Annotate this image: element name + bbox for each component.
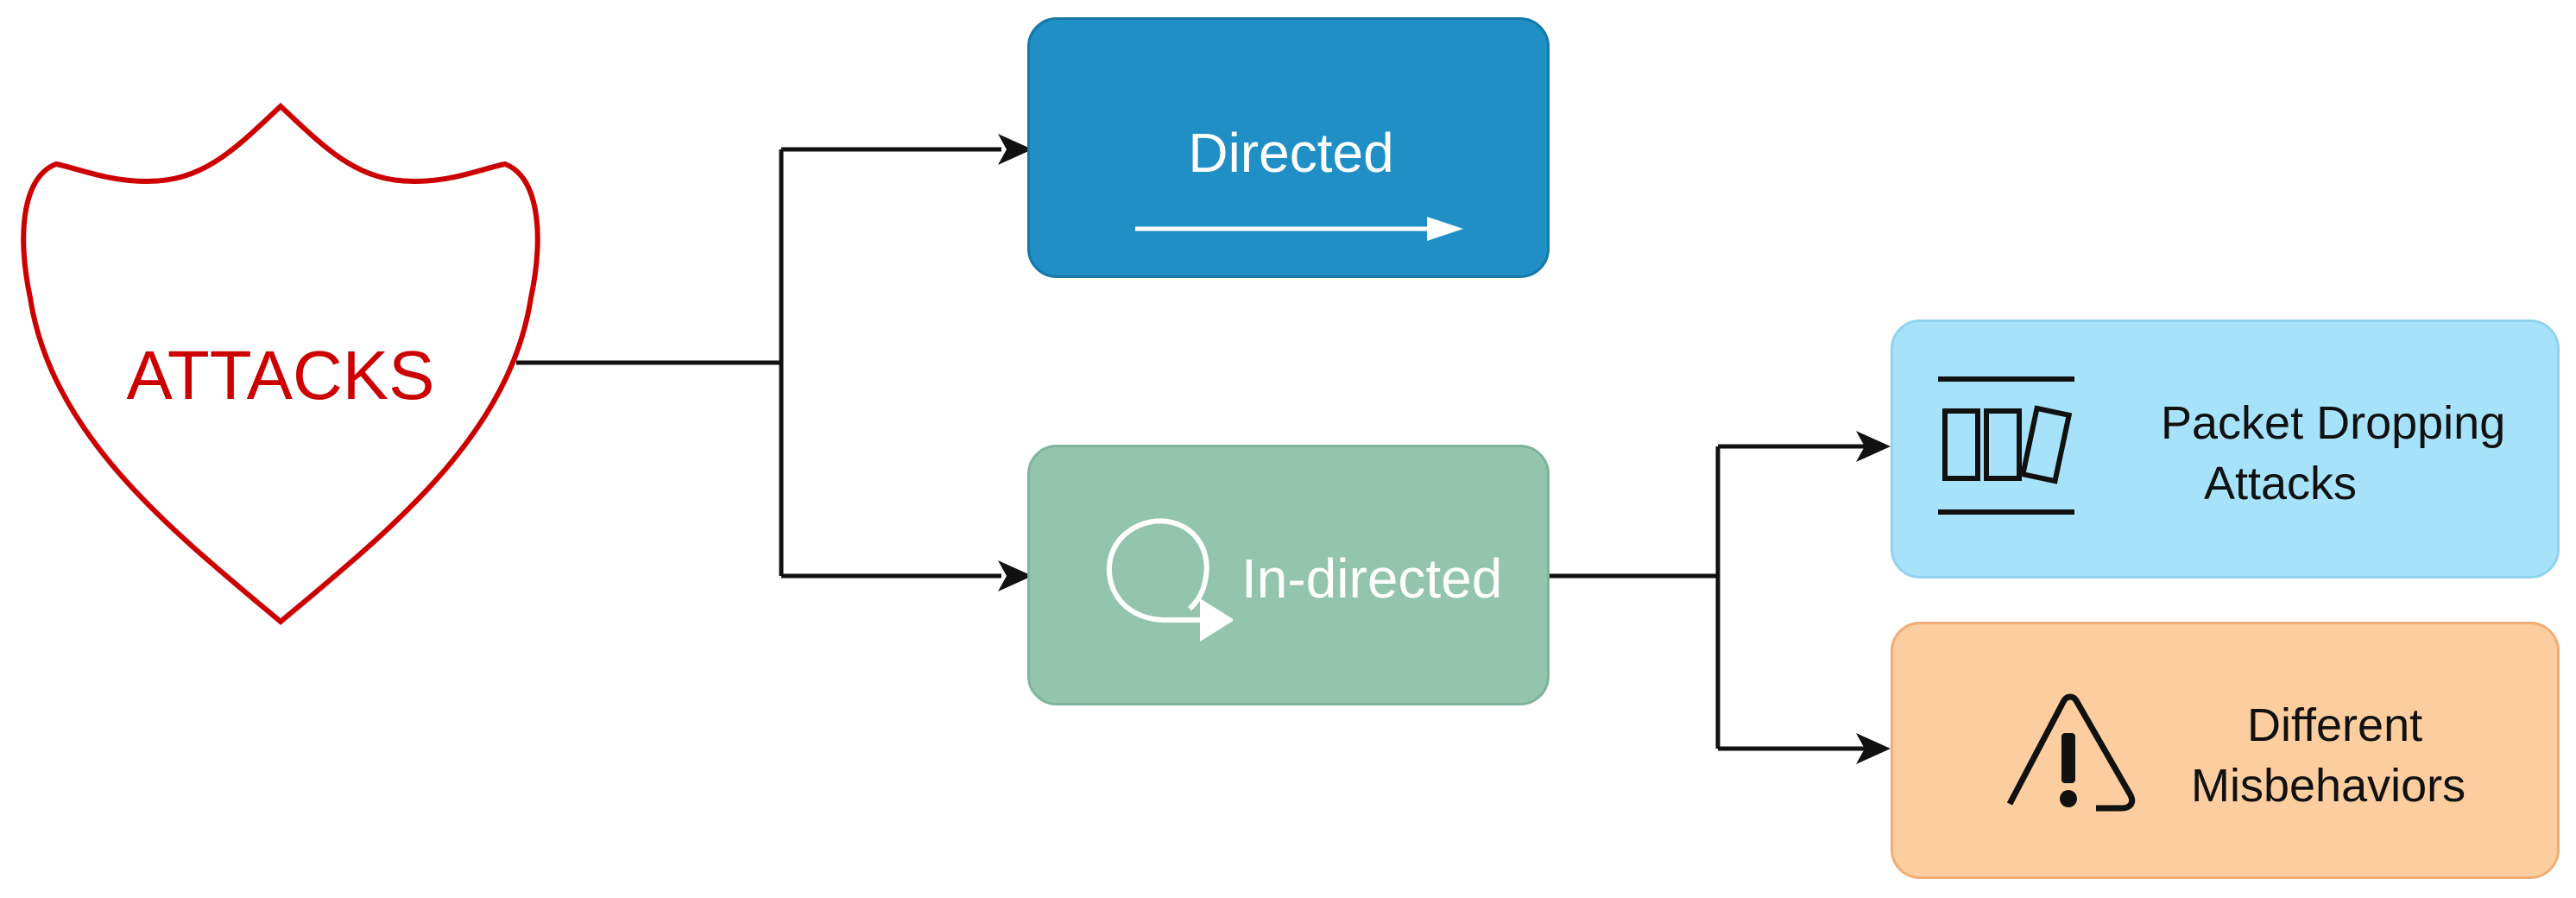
packet-dropping-node: Packet Dropping Attacks [1891, 319, 2560, 579]
misbehaviors-label-line1: Different [2247, 699, 2423, 751]
indirected-node: In-directed [1027, 445, 1550, 705]
arrowhead-directed [998, 134, 1032, 165]
packet-dropping-label-line1: Packet Dropping [2161, 397, 2506, 449]
packet-queue-icon [1938, 376, 2074, 515]
arrow-right-icon [1135, 217, 1463, 241]
misbehaviors-label-line2: Misbehaviors [2191, 760, 2466, 812]
attacks-label: ATTACKS [126, 337, 435, 414]
arrowhead-indirected [998, 560, 1032, 591]
packet-dropping-label-line2: Attacks [2204, 458, 2358, 509]
misbehaviors-node: Different Misbehaviors [1891, 622, 2560, 879]
arrowhead-packet [1856, 431, 1891, 462]
directed-node: Directed [1027, 17, 1550, 278]
shield-icon [21, 102, 540, 625]
directed-label: Directed [1188, 122, 1394, 184]
loop-arrow-icon [1106, 518, 1233, 642]
arrowhead-misbehaviors [1856, 733, 1891, 764]
warning-icon [2006, 693, 2136, 812]
indirected-label: In-directed [1241, 547, 1503, 610]
attacks-shield-node: ATTACKS [17, 99, 544, 630]
